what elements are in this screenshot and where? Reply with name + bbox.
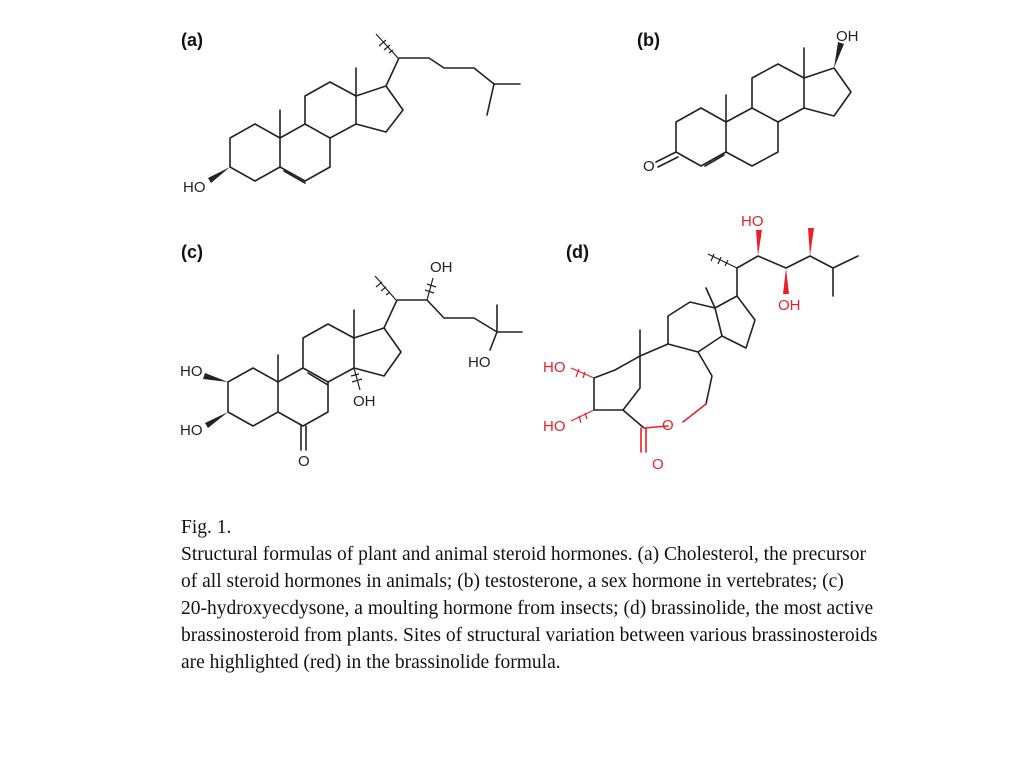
atom-c14-oh: OH [353, 393, 376, 410]
atom-oh: OH [836, 28, 859, 45]
caption-title: Fig. 1. [181, 517, 232, 538]
atom-lactone-keto-o: O [652, 456, 664, 473]
atom-ho: HO [183, 179, 206, 196]
panel-label-c: (c) [181, 242, 203, 262]
structure-brassinolide: (d) O O HO HO [543, 213, 859, 473]
atom-c22-oh-red: HO [741, 213, 764, 230]
atom-lactone-o: O [662, 417, 674, 434]
caption-line-2: of all steroid hormones in animals; (b) … [181, 571, 844, 592]
atom-c3-oh-red: HO [543, 418, 566, 435]
structure-testosterone: (b) O OH [637, 28, 859, 175]
atom-c23-oh-red: OH [778, 297, 801, 314]
atom-c25-oh: HO [468, 354, 491, 371]
atom-c22-oh: OH [430, 259, 453, 276]
figure-caption: Fig. 1. Structural formulas of plant and… [181, 514, 1011, 676]
atom-c2-oh-red: HO [543, 359, 566, 376]
caption-line-4: brassinosteroid from plants. Sites of st… [181, 625, 878, 646]
caption-line-5: are highlighted (red) in the brassinolid… [181, 652, 561, 673]
caption-line-3: 20-hydroxyecdysone, a moulting hormone f… [181, 598, 874, 619]
atom-keto-o-c: O [298, 453, 310, 470]
panel-label-a: (a) [181, 30, 203, 50]
structure-cholesterol: (a) HO [181, 30, 521, 196]
steroid-structures-figure: (a) HO (b) O [180, 28, 859, 473]
caption-line-1: Structural formulas of plant and animal … [181, 544, 867, 565]
atom-c3-oh: HO [180, 422, 203, 439]
structure-20-hydroxyecdysone: (c) O OH HO HO HO [180, 242, 523, 470]
atom-keto-o: O [643, 158, 655, 175]
panel-label-b: (b) [637, 30, 660, 50]
atom-c2-oh: HO [180, 363, 203, 380]
panel-label-d: (d) [566, 242, 589, 262]
